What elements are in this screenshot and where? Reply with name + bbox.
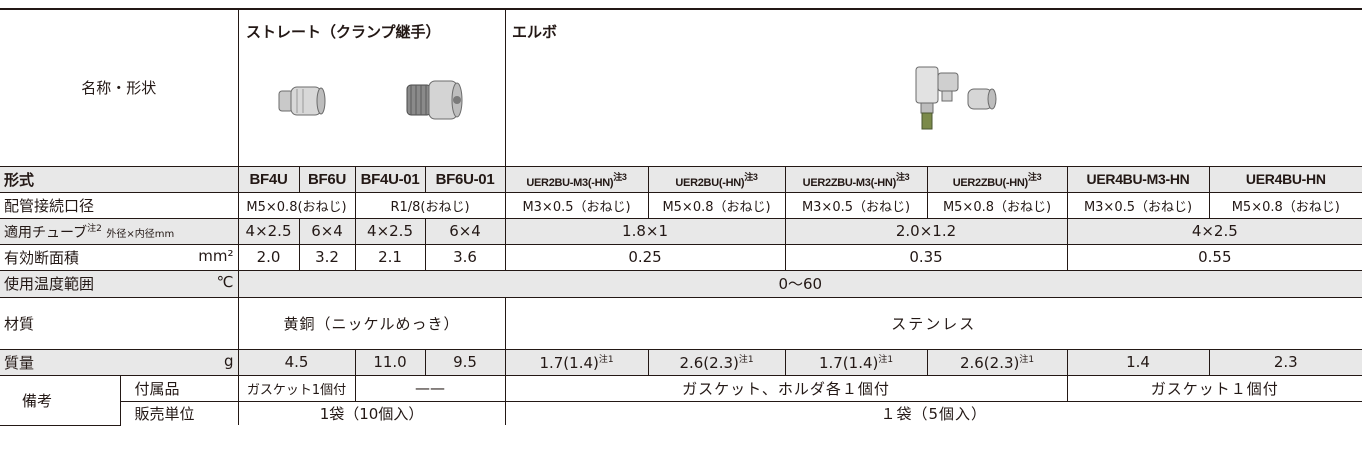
bf6u-01-fitting-image [406, 80, 463, 120]
temp-value: 0～60 [237, 269, 1362, 298]
model-row: 形式 BF4U BF6U BF4U-01 BF6U-01 UER2BU-M3(-… [0, 165, 1362, 193]
area-cell: 3.2 [298, 243, 356, 271]
port-row: 配管接続口径 M5×0.8(おねじ) R1/8(おねじ) M3×0.5（おねじ)… [0, 191, 1362, 219]
accessory-cell: —— [354, 374, 506, 402]
area-cell: 0.55 [1066, 243, 1362, 271]
tube-cell: 4×2.5 [237, 217, 300, 245]
tube-cell: 1.8×1 [504, 217, 786, 245]
port-cell: M5×0.8(おねじ) [237, 191, 356, 219]
bf4u-fitting-image [278, 86, 326, 116]
area-cell: 0.25 [504, 243, 786, 271]
model-cell: UER4BU-M3-HN [1066, 165, 1210, 193]
elbow-fittings-image [915, 66, 997, 130]
model-cell: UER2ZBU(-HN)注3 [926, 165, 1068, 193]
port-cell: M3×0.5（おねじ) [784, 191, 928, 219]
port-cell: R1/8(おねじ) [354, 191, 506, 219]
mass-cell: 2.3 [1208, 348, 1362, 376]
straight-fittings-image [278, 80, 463, 120]
model-cell: UER2ZBU-M3(-HN)注3 [784, 165, 928, 193]
port-label: 配管接続口径 [0, 191, 239, 219]
area-cell: 3.6 [424, 243, 506, 271]
accessory-cell: ガスケット、ホルダ各１個付 [504, 374, 1068, 402]
port-cell: M3×0.5（おねじ) [504, 191, 649, 219]
sales-unit-cell: １袋（5個入） [504, 400, 1362, 425]
port-cell: M5×0.8（おねじ) [926, 191, 1068, 219]
area-cell: 0.35 [784, 243, 1068, 271]
tube-cell: 6×4 [298, 217, 356, 245]
temp-row: 使用温度範囲 ℃ 0～60 [0, 269, 1362, 298]
port-cell: M3×0.5（おねじ) [1066, 191, 1210, 219]
accessory-cell: ガスケット1個付 [237, 374, 356, 402]
port-cell: M5×0.8（おねじ) [1208, 191, 1362, 219]
mass-cell: 2.6(2.3)注1 [647, 348, 786, 376]
model-label: 形式 [0, 165, 239, 193]
tube-cell: 4×2.5 [1066, 217, 1362, 245]
temp-label: 使用温度範囲 ℃ [0, 269, 239, 298]
elbow-image-cell [504, 8, 1362, 167]
mass-cell: 11.0 [354, 348, 426, 376]
mass-cell: 1.7(1.4)注1 [784, 348, 928, 376]
area-label: 有効断面積 mm² [0, 243, 239, 271]
tube-cell: 2.0×1.2 [784, 217, 1068, 245]
name-shape-label: 名称・形状 [0, 8, 239, 167]
model-cell: BF6U [298, 165, 356, 193]
model-cell: BF4U [237, 165, 300, 193]
sales-unit-row: 販売単位 1袋（10個入） １袋（5個入） [0, 400, 1362, 425]
material-label: 材質 [0, 296, 239, 350]
sales-unit-cell: 1袋（10個入） [237, 400, 506, 425]
mass-cell: 2.6(2.3)注1 [926, 348, 1068, 376]
accessory-row: 備考 付属品 ガスケット1個付 —— ガスケット、ホルダ各１個付 ガスケット１個… [0, 374, 1362, 426]
model-cell: BF4U-01 [354, 165, 426, 193]
mass-cell: 4.5 [237, 348, 356, 376]
tube-label: 適用チューブ注2 外径×内径mm [0, 217, 239, 245]
port-cell: M5×0.8（おねじ) [647, 191, 786, 219]
area-row: 有効断面積 mm² 2.0 3.2 2.1 3.6 0.25 0.35 0.55 [0, 243, 1362, 271]
spec-table: 名称・形状 [0, 8, 1362, 426]
uer-elbow-image [915, 66, 959, 130]
tube-cell: 4×2.5 [354, 217, 426, 245]
mass-cell: 9.5 [424, 348, 506, 376]
shape-row: 名称・形状 [0, 8, 1362, 167]
mass-label: 質量 g [0, 348, 239, 376]
model-cell: UER2BU-M3(-HN)注3 [504, 165, 649, 193]
mass-row: 質量 g 4.5 11.0 9.5 1.7(1.4)注1 2.6(2.3)注1 … [0, 348, 1362, 376]
remarks-label: 備考 [0, 374, 121, 426]
uer-nut-image [967, 88, 997, 110]
model-cell: BF6U-01 [424, 165, 506, 193]
accessory-cell: ガスケット１個付 [1066, 374, 1362, 402]
material-cell: ステンレス [504, 296, 1362, 350]
mass-cell: 1.7(1.4)注1 [504, 348, 649, 376]
model-cell: UER2BU(-HN)注3 [647, 165, 786, 193]
mass-cell: 1.4 [1066, 348, 1210, 376]
accessory-label: 付属品 [119, 374, 239, 402]
sales-unit-label: 販売単位 [119, 400, 239, 425]
tube-row: 適用チューブ注2 外径×内径mm 4×2.5 6×4 4×2.5 6×4 1.8… [0, 217, 1362, 245]
area-cell: 2.0 [237, 243, 300, 271]
material-cell: 黄銅（ニッケルめっき） [237, 296, 506, 350]
material-row: 材質 黄銅（ニッケルめっき） ステンレス [0, 296, 1362, 350]
straight-image-cell [237, 8, 506, 167]
tube-cell: 6×4 [424, 217, 506, 245]
area-cell: 2.1 [354, 243, 426, 271]
model-cell: UER4BU-HN [1208, 165, 1362, 193]
